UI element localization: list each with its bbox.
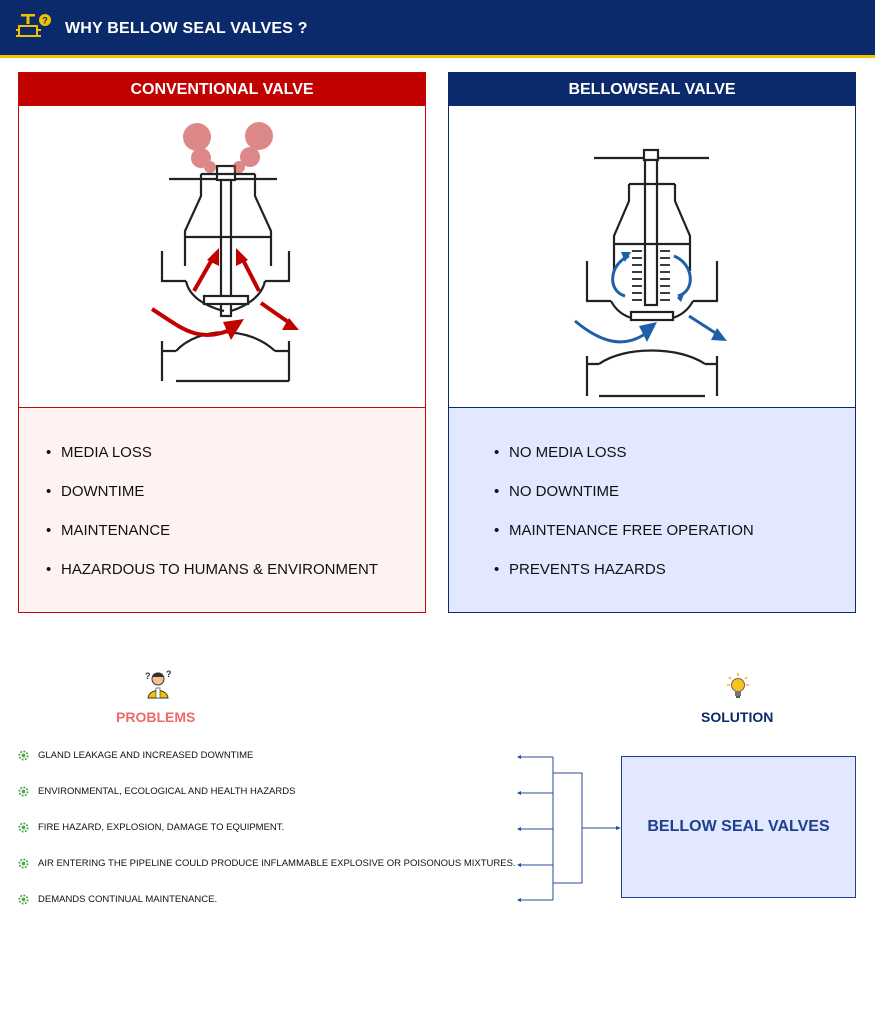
bellowseal-valve-diagram (449, 106, 855, 408)
problem-text: AIR ENTERING THE PIPELINE COULD PRODUCE … (38, 858, 516, 869)
problem-text: GLAND LEAKAGE AND INCREASED DOWNTIME (38, 750, 254, 761)
list-item: ENVIRONMENTAL, ECOLOGICAL AND HEALTH HAZ… (18, 785, 528, 821)
conventional-valve-diagram (19, 106, 425, 408)
problems-list: GLAND LEAKAGE AND INCREASED DOWNTIME ENV… (18, 749, 528, 929)
conventional-valve-title: CONVENTIONAL VALVE (19, 73, 425, 106)
svg-text:?: ? (145, 671, 151, 681)
confused-person-icon: ? ? (145, 669, 172, 699)
solution-label: BELLOW SEAL VALVES (647, 818, 830, 835)
list-item: MAINTENANCE (46, 521, 425, 560)
list-item: PREVENTS HAZARDS (494, 560, 855, 599)
bellowseal-benefits-list: NO MEDIA LOSS NO DOWNTIME MAINTENANCE FR… (449, 408, 855, 612)
svg-text:?: ? (42, 16, 48, 26)
problem-text: DEMANDS CONTINUAL MAINTENANCE. (38, 894, 218, 905)
bellowseal-valve-panel: BELLOWSEAL VALVE (448, 72, 856, 613)
list-item: DOWNTIME (46, 482, 425, 521)
conventional-issues-list: MEDIA LOSS DOWNTIME MAINTENANCE HAZARDOU… (19, 408, 425, 612)
gear-icon (18, 822, 29, 833)
solution-box: BELLOW SEAL VALVES (621, 756, 856, 898)
list-item: AIR ENTERING THE PIPELINE COULD PRODUCE … (18, 857, 528, 893)
svg-text:?: ? (166, 669, 172, 679)
page-header: ? WHY BELLOW SEAL VALVES ? (0, 0, 875, 58)
list-item: MAINTENANCE FREE OPERATION (494, 521, 855, 560)
lightbulb-icon (727, 673, 749, 698)
bellowseal-valve-illustration (574, 148, 727, 398)
list-item: HAZARDOUS TO HUMANS & ENVIRONMENT (46, 560, 425, 599)
valve-question-icon: ? (16, 14, 51, 37)
list-item: FIRE HAZARD, EXPLOSION, DAMAGE TO EQUIPM… (18, 821, 528, 857)
gear-icon (18, 786, 29, 797)
problem-text: FIRE HAZARD, EXPLOSION, DAMAGE TO EQUIPM… (38, 822, 285, 833)
list-item: NO DOWNTIME (494, 482, 855, 521)
list-item: MEDIA LOSS (46, 443, 425, 482)
page-title: WHY BELLOW SEAL VALVES ? (65, 20, 308, 37)
list-item: DEMANDS CONTINUAL MAINTENANCE. (18, 893, 528, 929)
gear-icon (18, 894, 29, 905)
list-item: NO MEDIA LOSS (494, 443, 855, 482)
conventional-valve-illustration (150, 122, 299, 383)
solution-title: SOLUTION (701, 709, 774, 725)
gear-icon (18, 750, 29, 761)
list-item: GLAND LEAKAGE AND INCREASED DOWNTIME (18, 749, 528, 785)
connector-lines (517, 755, 621, 902)
problems-title: PROBLEMS (116, 709, 196, 725)
bellowseal-valve-title: BELLOWSEAL VALVE (449, 73, 855, 106)
problem-text: ENVIRONMENTAL, ECOLOGICAL AND HEALTH HAZ… (38, 786, 296, 797)
conventional-valve-panel: CONVENTIONAL VALVE (18, 72, 426, 613)
gear-icon (18, 858, 29, 869)
